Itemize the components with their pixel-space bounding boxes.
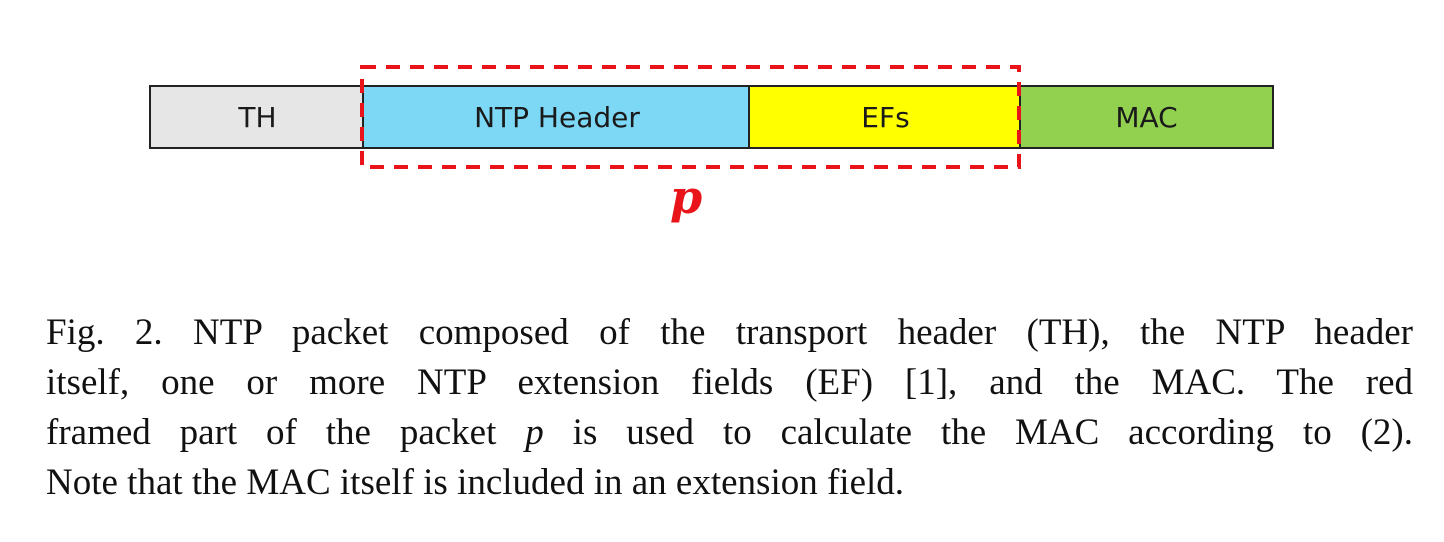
segment-transport-header: TH (149, 85, 364, 149)
frame-label-p: p (670, 170, 703, 224)
segment-label-efs: EFs (861, 100, 910, 134)
segment-mac: MAC (1019, 85, 1274, 149)
caption-variable-p: p (525, 412, 544, 453)
caption-line-1: Fig. 2. NTP packet composed of the trans… (46, 312, 1413, 353)
caption-line-2: itself, one or more NTP extension fields… (46, 362, 1413, 403)
dashed-frame-rect (360, 65, 1021, 169)
caption-line-3-post: is used to calculate the MAC according t… (543, 412, 1413, 453)
caption-line-3-pre: framed part of the packet (46, 412, 526, 453)
segment-extension-fields: EFs (748, 85, 1021, 149)
figure-caption: Fig. 2. NTP packet composed of the trans… (46, 308, 1413, 508)
caption-line-4: Note that the MAC itself is included in … (46, 462, 905, 503)
segment-ntp-header: NTP Header (362, 85, 750, 149)
segment-label-th: TH (238, 100, 277, 134)
segment-label-ntp-header: NTP Header (474, 100, 640, 134)
red-dashed-frame (360, 65, 1021, 169)
packet-diagram: TH NTP Header EFs MAC p (0, 0, 1444, 250)
caption-line-3: framed part of the packet p is used to c… (46, 408, 1413, 458)
segment-label-mac: MAC (1115, 100, 1178, 134)
